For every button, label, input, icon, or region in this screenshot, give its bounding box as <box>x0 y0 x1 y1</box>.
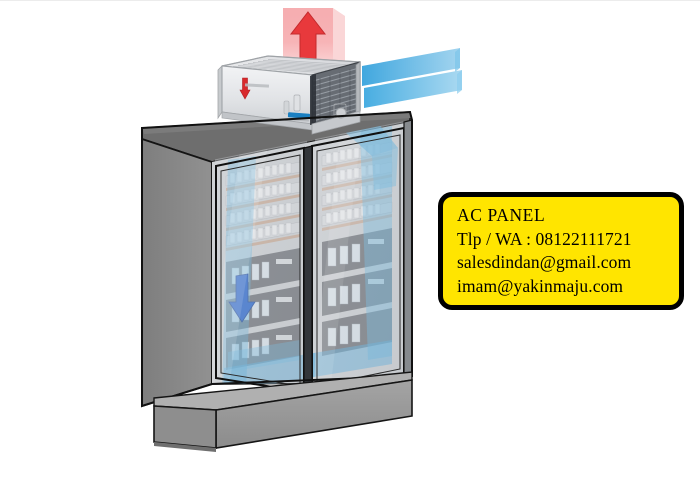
cabinet-right-edge <box>403 119 413 379</box>
contact-callout-text: AC PANEL Tlp / WA : 08122111721 salesdin… <box>457 204 673 298</box>
cabinet-left-side-panel <box>141 137 213 408</box>
cabinet-plinth-base <box>153 371 413 452</box>
callout-email-secondary: imam@yakinmaju.com <box>457 275 624 296</box>
callout-heading: AC PANEL <box>457 205 546 225</box>
cabinet-doors[interactable] <box>215 126 405 394</box>
contact-callout-box: AC PANEL Tlp / WA : 08122111721 salesdin… <box>438 192 684 310</box>
cool-air-streams-out <box>362 48 462 108</box>
callout-email-primary: salesdindan@gmail.com <box>457 252 632 272</box>
top-hairline <box>0 0 700 1</box>
hot-air-intake-arrow-icon <box>239 77 251 100</box>
callout-phone: Tlp / WA : 08122111721 <box>457 228 632 249</box>
roof-mounted-ac-unit <box>217 55 361 135</box>
